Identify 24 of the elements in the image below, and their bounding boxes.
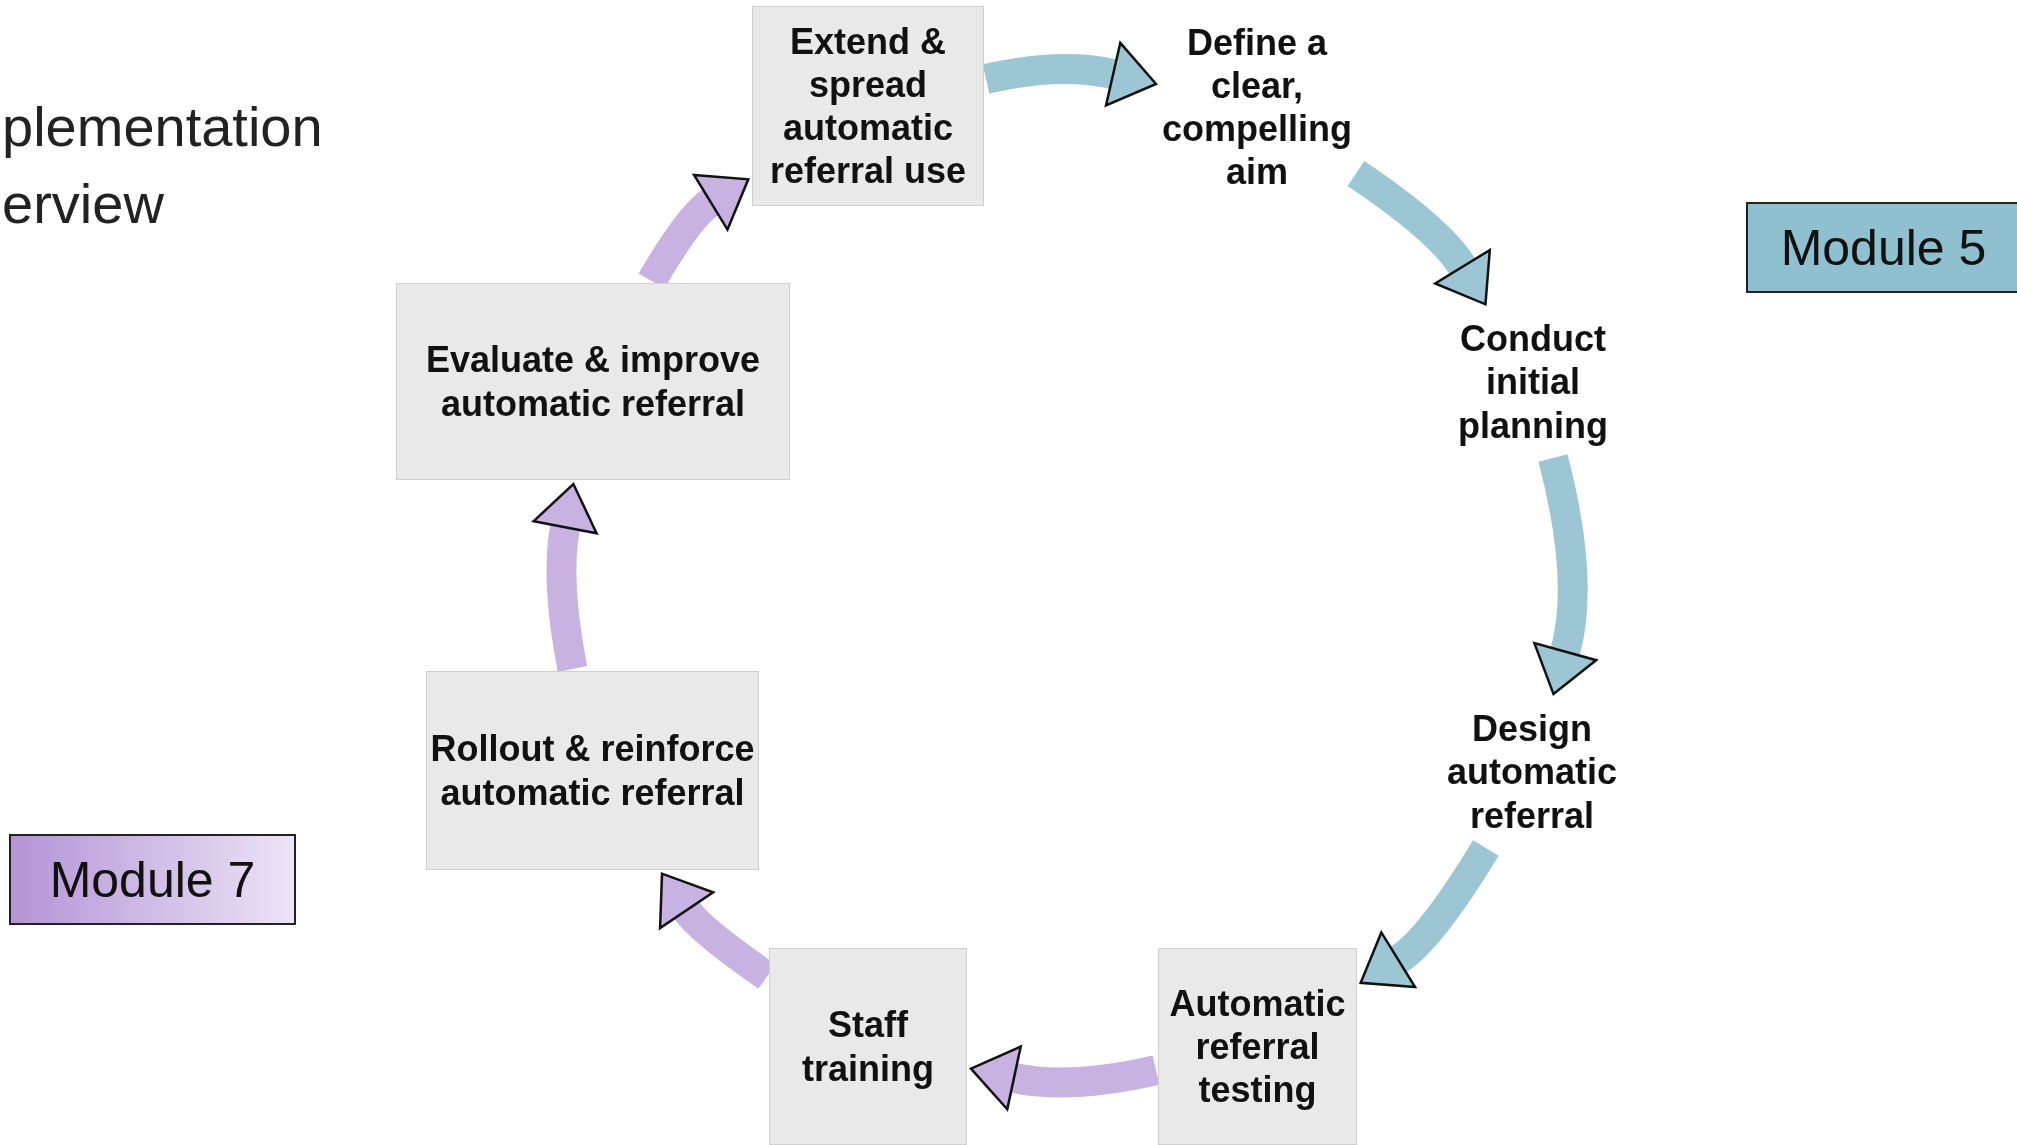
step-box bbox=[1158, 948, 1357, 1145]
step-box bbox=[426, 671, 759, 870]
block-arrow bbox=[1532, 454, 1598, 696]
slide-title: plementation erview bbox=[2, 94, 324, 238]
step-text: Automatic referral testing bbox=[1168, 981, 1347, 1112]
block-arrow bbox=[982, 41, 1158, 107]
step-box bbox=[769, 948, 967, 1145]
step-text: Extend & spread automatic referral use bbox=[768, 19, 968, 193]
block-arrow bbox=[1360, 840, 1499, 988]
step-text: Evaluate & improve automatic referral bbox=[424, 338, 762, 425]
step-text: Rollout & reinforce automatic referral bbox=[429, 727, 756, 814]
block-arrow bbox=[1347, 161, 1491, 305]
step-box bbox=[752, 6, 984, 206]
module-label: Module 7 bbox=[49, 850, 256, 910]
step-label: Conduct initial planning bbox=[1457, 317, 1609, 447]
block-arrow bbox=[532, 482, 598, 672]
step-label: Design automatic referral bbox=[1445, 707, 1618, 837]
step-label: Define a clear, compelling aim bbox=[1161, 20, 1353, 194]
module-label: Module 5 bbox=[1780, 218, 1987, 278]
block-arrow bbox=[969, 1045, 1160, 1111]
step-text: Staff training bbox=[801, 1003, 935, 1090]
module-box bbox=[9, 834, 296, 925]
step-box bbox=[396, 283, 790, 480]
module-box bbox=[1746, 202, 2017, 293]
